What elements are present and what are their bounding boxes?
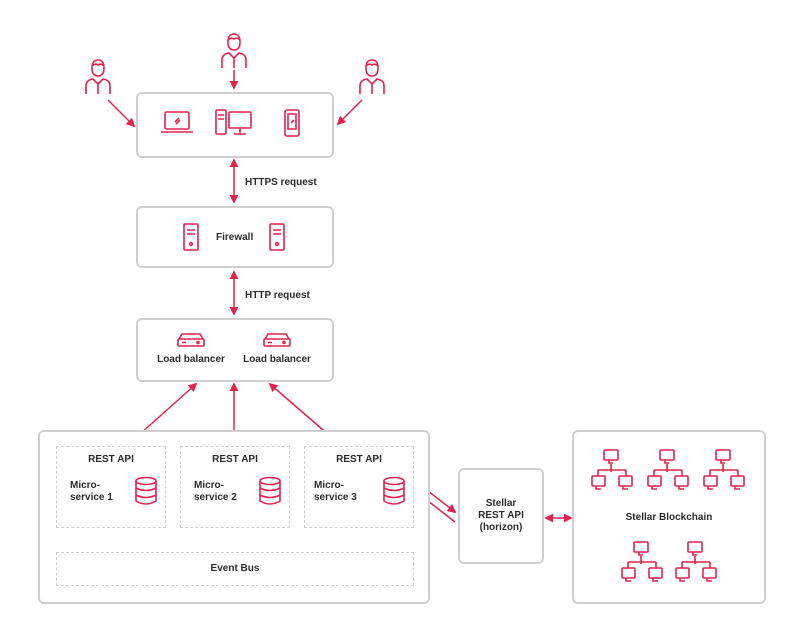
user-icon bbox=[359, 59, 385, 94]
smartphone-icon bbox=[284, 109, 300, 137]
microservice-1-box bbox=[56, 446, 166, 528]
event-bus-box bbox=[56, 552, 414, 586]
load-balancer-box bbox=[136, 318, 334, 382]
microservice-2-box bbox=[180, 446, 290, 528]
https-request-label: HTTPS request bbox=[245, 177, 317, 188]
database-icon bbox=[383, 476, 405, 505]
network-nodes-icon bbox=[703, 449, 745, 490]
arrow-user-left bbox=[107, 99, 136, 128]
rest-api-label-3: REST API bbox=[336, 454, 382, 465]
microservice-2-name-line1: Micro- bbox=[194, 480, 224, 491]
database-icon bbox=[259, 476, 281, 505]
firewall-box bbox=[136, 206, 334, 268]
microservice-1-name-line2: service 1 bbox=[70, 492, 113, 503]
user-icon bbox=[85, 59, 111, 94]
laptop-icon bbox=[161, 111, 193, 133]
microservice-3-box bbox=[304, 446, 414, 528]
rest-api-label-1: REST API bbox=[88, 454, 134, 465]
firewall-label: Firewall bbox=[216, 232, 254, 243]
microservice-3-name-line2: service 3 bbox=[314, 492, 357, 503]
stellar-rest-api-box bbox=[458, 468, 544, 564]
network-nodes-icon bbox=[647, 449, 689, 490]
microservice-3-name-line1: Micro- bbox=[314, 480, 344, 491]
database-icon bbox=[135, 476, 157, 505]
stellar-api-line3: (horizon) bbox=[479, 522, 523, 533]
desktop-computer-icon bbox=[215, 109, 252, 135]
arrow-user-right bbox=[336, 99, 363, 126]
server-icon bbox=[269, 223, 285, 251]
rest-api-label-2: REST API bbox=[212, 454, 258, 465]
stellar-api-line1: Stellar bbox=[485, 498, 517, 509]
microservice-2-name-line2: service 2 bbox=[194, 492, 237, 503]
server-icon bbox=[183, 223, 199, 251]
load-balancer-icon bbox=[177, 333, 205, 347]
network-nodes-icon bbox=[621, 541, 663, 582]
load-balancer-icon bbox=[263, 333, 291, 347]
load-balancer-label-2: Load balancer bbox=[243, 354, 311, 365]
client-devices-box bbox=[136, 92, 334, 158]
stellar-api-line2: REST API bbox=[478, 510, 524, 521]
microservice-1-name-line1: Micro- bbox=[70, 480, 100, 491]
http-request-label: HTTP request bbox=[245, 290, 310, 301]
stellar-blockchain-label: Stellar Blockchain bbox=[625, 512, 713, 523]
network-nodes-icon bbox=[591, 449, 633, 490]
load-balancer-label-1: Load balancer bbox=[157, 354, 225, 365]
user-icon bbox=[221, 33, 247, 68]
event-bus-label: Event Bus bbox=[210, 563, 260, 574]
network-nodes-icon bbox=[675, 541, 717, 582]
